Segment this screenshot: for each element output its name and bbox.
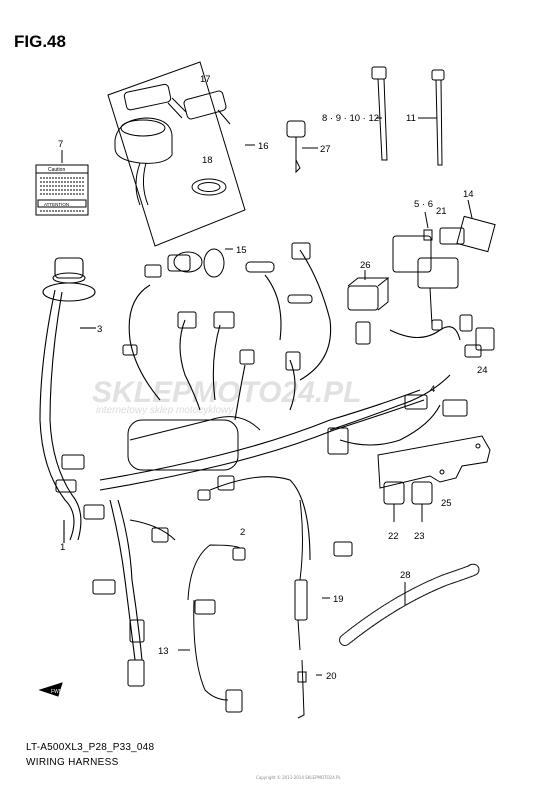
sensor [294, 499, 330, 651]
callout-20: 20 [326, 671, 337, 682]
watermark-tagline: internetowy sklep motocyklowy [96, 405, 234, 416]
clips [383, 481, 433, 522]
watermark: SKLEPMOTO24.PL internetowy sklep motocyk… [92, 376, 362, 416]
callout-15: 15 [236, 245, 247, 256]
forward-arrow: FWD [38, 682, 63, 697]
callout-3: 3 [97, 324, 102, 335]
callout-14: 14 [463, 189, 474, 200]
harness-connectors [55, 242, 495, 713]
figure-name: WIRING HARNESS [26, 757, 119, 768]
fuse-box [392, 199, 496, 326]
callout-1: 1 [60, 542, 65, 553]
callout-18: 18 [202, 155, 213, 166]
callout-26: 26 [360, 260, 371, 271]
callout-27: 27 [320, 144, 331, 155]
callout-17: 17 [200, 74, 211, 85]
callout-7: 7 [58, 139, 63, 150]
thermo-switch [297, 659, 322, 719]
callout-2: 2 [240, 527, 245, 538]
caution-label: Caution ATTENTION [35, 150, 89, 216]
figure-code: LT-A500XL3_P28_P33_048 [26, 742, 155, 753]
callout-24: 24 [477, 365, 488, 376]
figure-title: FIG.48 [14, 32, 66, 51]
callout-23: 23 [414, 531, 425, 542]
main-harness [39, 249, 461, 661]
callout-25: 25 [441, 498, 452, 509]
callouts: 1 2 3 4 5 · 6 7 8 · 9 · 10 · 12 11 13 14… [58, 74, 488, 682]
key-blank [286, 120, 318, 174]
callout-8-12: 8 · 9 · 10 · 12 [322, 113, 379, 124]
callout-22: 22 [388, 531, 399, 542]
corrugated-tube [339, 563, 480, 646]
relay [347, 270, 390, 311]
watermark-brand: SKLEPMOTO24.PL [92, 376, 362, 409]
caution-label-text: Caution [48, 167, 65, 173]
callout-28: 28 [400, 570, 411, 581]
callout-13: 13 [158, 646, 169, 657]
callout-19: 19 [333, 594, 344, 605]
sub-harness [178, 544, 241, 701]
callout-16: 16 [258, 141, 269, 152]
ignition-socket [167, 248, 233, 278]
cable-ties [371, 66, 445, 166]
bracket [377, 435, 491, 489]
ignition-switch-kit [107, 61, 255, 247]
callout-21: 21 [436, 206, 447, 217]
copyright-text: Copyright © 2011-2014 SKLEPMOTO24.PL [256, 775, 341, 780]
fwd-text: FWD [51, 689, 63, 695]
callout-4: 4 [430, 384, 435, 395]
attention-label-text: ATTENTION [44, 202, 69, 207]
callout-5-6: 5 · 6 [414, 199, 433, 210]
callout-11: 11 [406, 113, 416, 124]
